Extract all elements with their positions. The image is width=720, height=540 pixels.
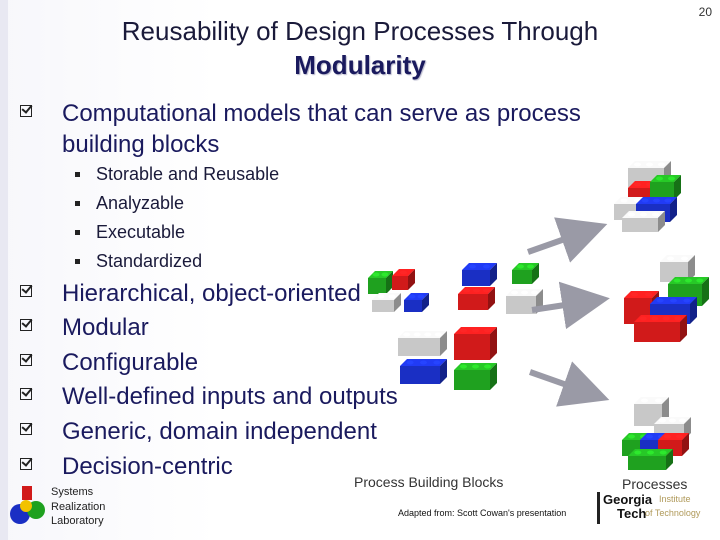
sub-bullet: Executable (75, 218, 185, 246)
gt-logo-line-2: Tech (617, 506, 647, 521)
bullet-item: Decision-centric (20, 451, 233, 482)
lego-brick-icon (398, 331, 447, 356)
sub-bullet-text: Executable (96, 222, 186, 242)
checkbox-icon (20, 458, 32, 470)
bullet-item: Hierarchical, object-oriented (20, 278, 361, 309)
srl-line-2: Realization (51, 500, 106, 513)
bullet-text: Hierarchical, object-oriented (62, 280, 361, 307)
bullet-line-1: Computational models that can serve as p… (62, 100, 581, 127)
bullet-line-2: building blocks (62, 131, 220, 158)
bullet-item: Modular (20, 312, 149, 343)
checkbox-icon (20, 105, 32, 117)
georgia-tech-logo-icon: Georgia Tech Institute of Technology (597, 488, 707, 528)
title-line-2: Modularity (294, 50, 426, 80)
lego-brick-icon (400, 359, 447, 384)
lego-brick-icon (372, 293, 401, 312)
sub-bullet: Analyzable (75, 189, 184, 217)
sub-bullet: Standardized (75, 247, 202, 275)
arrow-icon (527, 217, 608, 263)
checkbox-icon (20, 319, 32, 331)
title-line-1: Reusability of Design Processes Through (121, 16, 599, 46)
lego-brick-icon (512, 263, 539, 284)
caption-processes: Processes (622, 476, 688, 492)
square-bullet-icon (75, 200, 80, 206)
slide-left-band (0, 0, 8, 540)
sub-bullet: Storable and Reusable (75, 160, 279, 188)
sub-bullet-text: Analyzable (96, 193, 185, 213)
srl-logo-icon (10, 486, 45, 524)
srl-line-3: Laboratory (51, 515, 104, 527)
lego-brick-icon (368, 271, 393, 294)
checkbox-icon (20, 285, 32, 297)
bullet-text: Well-defined inputs and outputs (62, 383, 398, 410)
gt-logo-line-1: Georgia (603, 492, 653, 507)
lego-brick-icon (404, 293, 429, 312)
bullet-text: Configurable (62, 349, 199, 376)
credit-text: Adapted from: Scott Cowan's presentation (398, 508, 567, 518)
square-bullet-icon (75, 171, 80, 177)
bullet-text: Decision-centric (62, 453, 233, 480)
square-bullet-icon (75, 258, 80, 264)
lego-brick-icon (462, 263, 497, 286)
caption-building-blocks: Process Building Blocks (354, 474, 504, 490)
srl-line-1: Systems (51, 486, 94, 498)
square-bullet-icon (75, 229, 80, 235)
checkbox-icon (20, 423, 32, 435)
bullet-text: Generic, domain independent (62, 418, 377, 445)
bullet-text: Modular (62, 314, 149, 341)
page-number: 20 (698, 5, 712, 19)
bullet-item: Well-defined inputs and outputs (20, 381, 398, 412)
arrow-icon (529, 361, 610, 407)
bullet-item: Generic, domain independent (20, 416, 377, 447)
lego-brick-icon (634, 315, 687, 342)
lego-brick-icon (454, 363, 497, 390)
lego-brick-icon (392, 269, 415, 290)
sub-bullet-text: Storable and Reusable (96, 164, 280, 184)
lego-brick-icon (622, 211, 665, 232)
sub-bullet-text: Standardized (96, 251, 203, 271)
lego-brick-icon (628, 449, 673, 470)
slide-title: Reusability of Design Processes Through … (70, 14, 650, 82)
bullet-computational-models: Computational models that can serve as p… (20, 98, 581, 160)
lego-brick-icon (458, 287, 495, 310)
bullet-item: Configurable (20, 347, 198, 378)
gt-logo-tag-2: of Technology (645, 508, 701, 518)
checkbox-icon (20, 388, 32, 400)
lego-brick-icon (454, 327, 497, 360)
checkbox-icon (20, 354, 32, 366)
lego-brick-icon (650, 175, 681, 200)
arrow-icon (531, 281, 610, 330)
srl-logo-text: Systems Realization Laboratory (51, 485, 105, 529)
gt-logo-tag-1: Institute (659, 494, 691, 504)
